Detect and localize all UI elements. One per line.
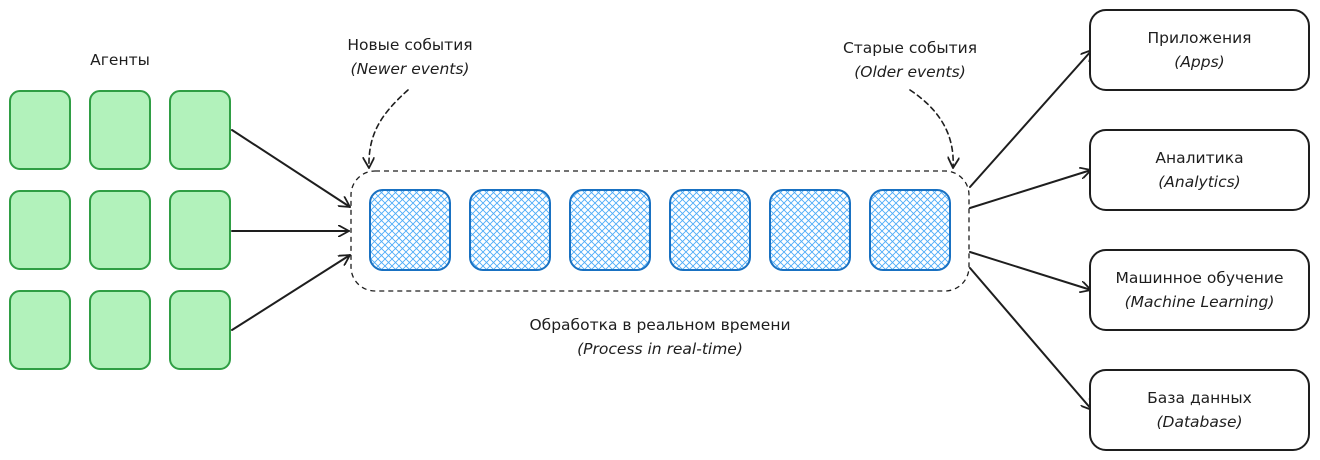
newer-events-en: (Newer events) <box>350 60 470 78</box>
consumer-box-apps <box>1089 9 1310 91</box>
agent-box <box>89 190 151 270</box>
newer-pointer-arrow <box>369 89 409 168</box>
older-events-label: Старые события (Older events) <box>810 36 1010 84</box>
consumer-ml-ru: Машинное обучение <box>1115 269 1284 287</box>
agent-box <box>9 90 71 170</box>
agent-box <box>169 90 231 170</box>
event-boxes <box>369 189 951 271</box>
consumer-box-ml <box>1089 249 1310 331</box>
agent-arrows <box>231 129 351 331</box>
older-events-ru: Старые события <box>842 39 978 57</box>
agents-grid <box>9 90 231 370</box>
consumer-ml-en: (Machine Learning) <box>1124 293 1275 311</box>
consumer-analytics-ru: Аналитика <box>1155 149 1244 167</box>
consumer-apps-ru: Приложения <box>1147 29 1252 47</box>
stream-caption-ru: Обработка в реальном времени <box>529 316 791 334</box>
consumer-apps-label: Приложения (Apps) <box>1090 10 1309 90</box>
agent-box <box>89 90 151 170</box>
agent-box <box>9 190 71 270</box>
event-box <box>769 189 851 271</box>
consumer-database-en: (Database) <box>1156 413 1243 431</box>
consumer-arrows <box>969 49 1093 411</box>
agents-title: Агенты <box>90 51 150 69</box>
consumer-box-database <box>1089 369 1310 451</box>
consumer-ml-label: Машинное обучение (Machine Learning) <box>1090 250 1309 330</box>
consumer-box-analytics <box>1089 129 1310 211</box>
newer-events-label: Новые события (Newer events) <box>310 33 510 81</box>
arrow-to-ml <box>969 251 1092 290</box>
consumer-analytics-en: (Analytics) <box>1158 173 1241 191</box>
consumer-apps-en: (Apps) <box>1174 53 1225 71</box>
stream-container <box>350 170 970 292</box>
event-box <box>669 189 751 271</box>
event-box <box>369 189 451 271</box>
consumer-boxes <box>1089 9 1310 451</box>
event-box <box>469 189 551 271</box>
arrow-to-database <box>969 267 1093 411</box>
agent-box <box>169 290 231 370</box>
agent-box <box>89 290 151 370</box>
consumer-analytics-label: Аналитика (Analytics) <box>1090 130 1309 210</box>
agent-arrow-bottom <box>231 254 351 331</box>
consumer-database-label: База данных (Database) <box>1090 370 1309 450</box>
agent-arrow-top <box>231 129 351 208</box>
arrow-to-apps <box>969 49 1093 188</box>
stream-caption-en: (Process in real-time) <box>577 340 743 358</box>
consumer-database-ru: База данных <box>1147 389 1252 407</box>
newer-events-ru: Новые события <box>347 36 473 54</box>
agent-box <box>9 290 71 370</box>
stream-caption: Обработка в реальном времени (Process in… <box>480 313 840 361</box>
event-box <box>569 189 651 271</box>
agent-box <box>169 190 231 270</box>
older-pointer-arrow <box>909 89 953 168</box>
older-events-en: (Older events) <box>854 63 966 81</box>
event-box <box>869 189 951 271</box>
arrow-to-analytics <box>969 170 1092 209</box>
